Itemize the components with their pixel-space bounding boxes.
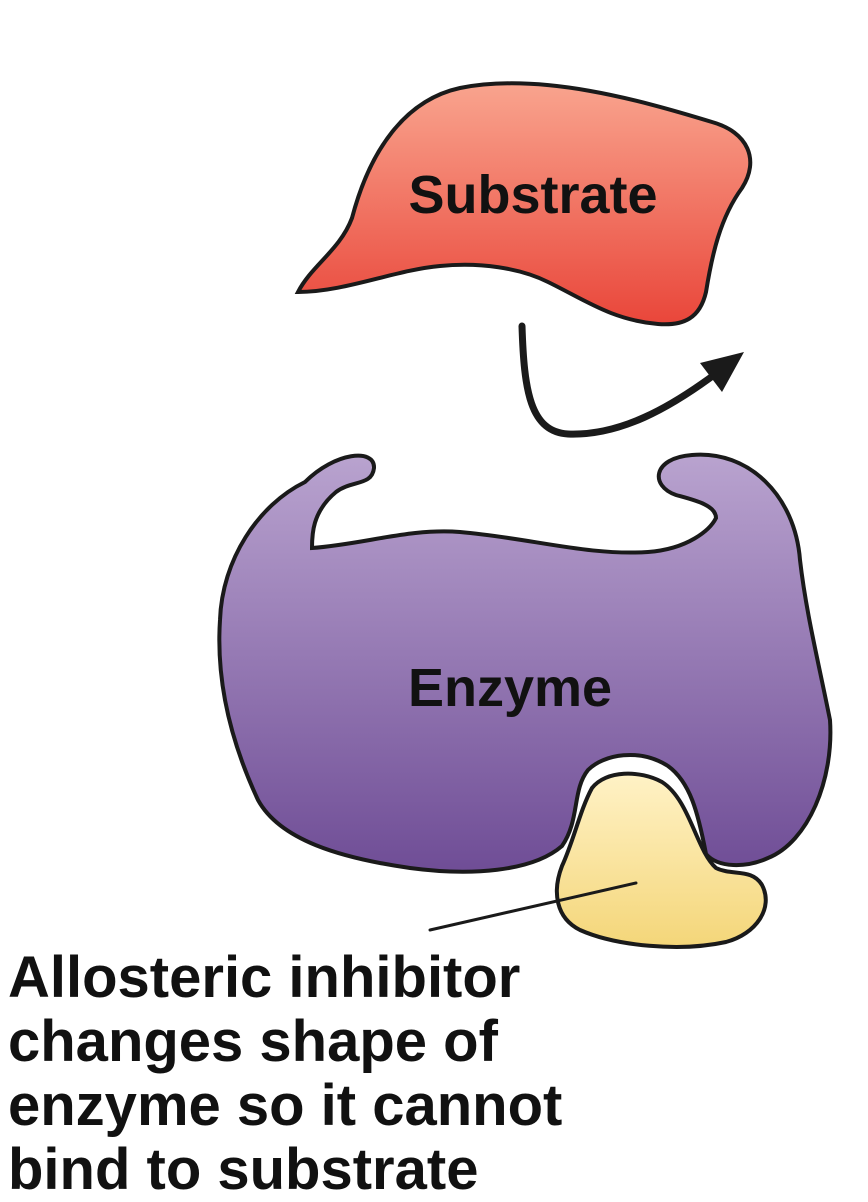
caption-line: enzyme so it cannot — [8, 1073, 563, 1138]
caption-line: changes shape of — [8, 1009, 498, 1074]
enzyme-label: Enzyme — [408, 658, 612, 718]
caption-line: bind to substrate — [8, 1137, 479, 1202]
allosteric-inhibitor-shape — [554, 771, 768, 949]
substrate-label: Substrate — [408, 165, 657, 225]
inhibitor-leader-line — [428, 881, 638, 932]
arrowhead-icon — [700, 352, 744, 392]
enzyme-shape — [217, 452, 833, 874]
caption-line: Allosteric inhibitor — [8, 945, 521, 1010]
caption: Allosteric inhibitor changes shape of en… — [8, 946, 768, 1202]
substrate-shape — [294, 81, 753, 327]
movement-arrow — [518, 322, 722, 438]
